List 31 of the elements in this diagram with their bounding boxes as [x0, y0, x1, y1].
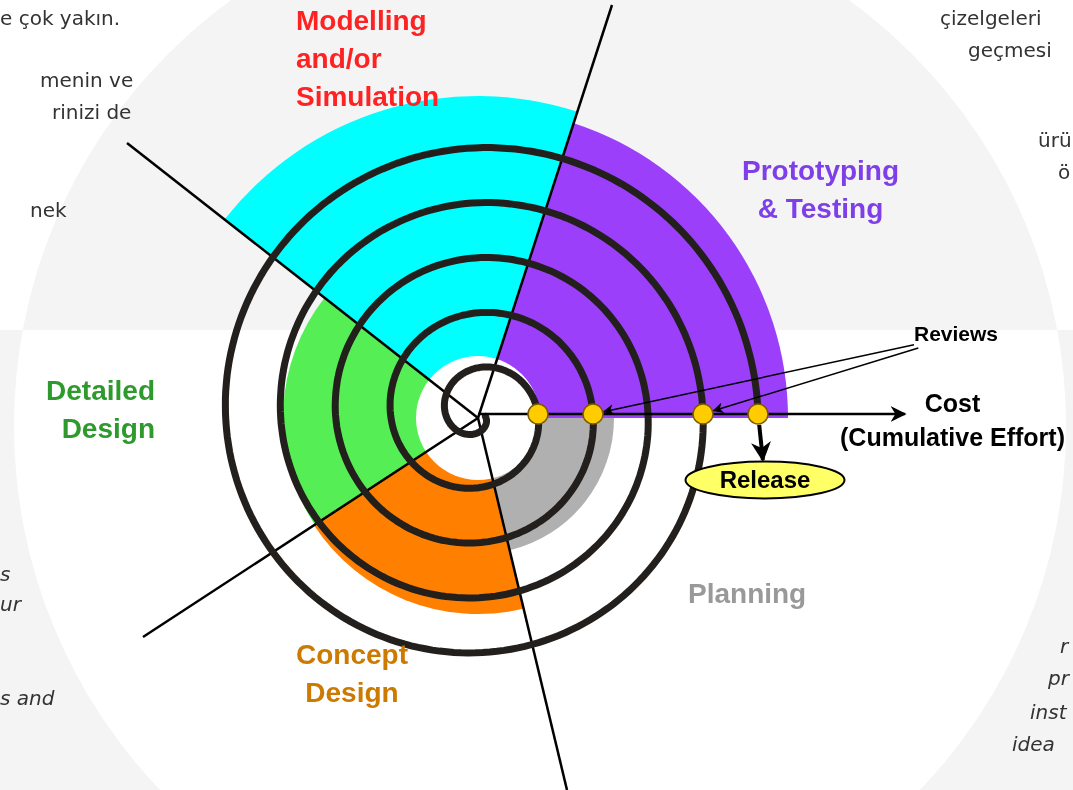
text-fragment: rinizi de [52, 100, 132, 124]
text-fragment: menin ve [40, 68, 134, 92]
arrow [751, 424, 771, 462]
milestone-dot [692, 403, 714, 425]
node-text: Release [718, 466, 812, 494]
leader-arrow [712, 347, 920, 414]
text-fragment: idea [1012, 732, 1055, 756]
text-fragment: ürü [1038, 128, 1072, 152]
text-fragment: çizelgeleri [940, 6, 1042, 30]
milestone-dot [582, 403, 604, 425]
callout-text: Reviews [914, 320, 1014, 348]
leader-arrow [602, 344, 915, 415]
text-fragment: r [1060, 634, 1069, 658]
text-fragment: inst [1030, 700, 1067, 724]
text-fragment: e çok yakın. [0, 6, 121, 30]
milestone-dot [747, 403, 769, 425]
axis-label: Cost (Cumulative Effort) [839, 388, 1066, 453]
text-fragment: pr [1048, 666, 1069, 690]
phase-label: Detailed Design [45, 374, 155, 446]
phase-label: Prototyping & Testing [740, 154, 901, 226]
milestone-dot [527, 403, 549, 425]
text-fragment: nek [30, 198, 67, 222]
terminal-ellipse [684, 460, 846, 500]
text-fragment: geçmesi [968, 38, 1052, 62]
phase-label: Modelling and/or Simulation [296, 4, 441, 114]
text-fragment: s [0, 562, 11, 586]
phase-label: Planning [688, 577, 807, 611]
phase-label: Concept Design [295, 638, 409, 710]
text-fragment: s and [0, 686, 55, 710]
text-fragment: ö [1058, 160, 1071, 184]
text-fragment: ur [0, 592, 21, 616]
